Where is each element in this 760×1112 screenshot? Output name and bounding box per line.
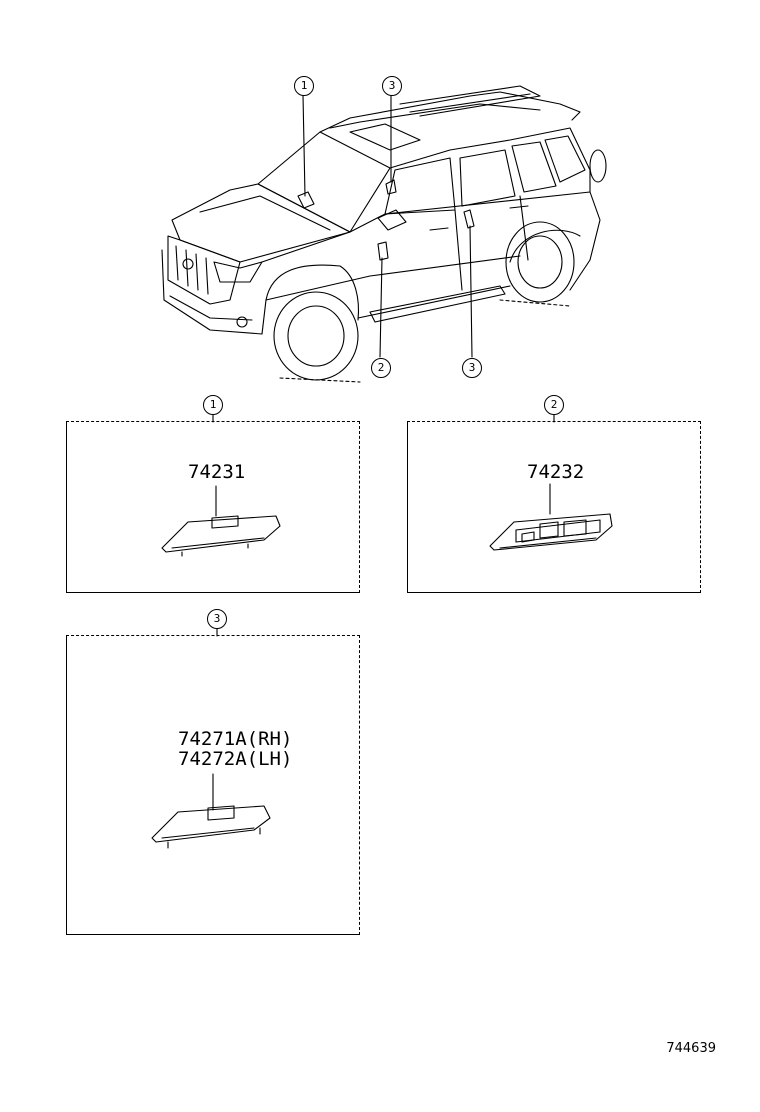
panel-1-callout: 1 xyxy=(203,395,223,415)
panel-2 xyxy=(407,421,701,593)
panel-2-callout: 2 xyxy=(544,395,564,415)
panel-1 xyxy=(66,421,360,593)
part-number-74271a-rh: 74271A(RH) xyxy=(178,728,293,750)
part-number-74272a-lh: 74272A(LH) xyxy=(178,748,293,770)
vehicle-illustration xyxy=(161,85,607,383)
vehicle-callout-3-upper: 3 xyxy=(382,76,402,96)
diagram-reference-number: 744639 xyxy=(666,1041,716,1056)
part-74231-illustration xyxy=(161,485,281,557)
panel-3 xyxy=(66,635,360,935)
part-number-74231: 74231 xyxy=(188,461,246,483)
vehicle-callout-3-lower: 3 xyxy=(462,358,482,378)
panel-3-callout: 3 xyxy=(207,609,227,629)
part-74271a-illustration xyxy=(151,773,271,849)
vehicle-callout-2: 2 xyxy=(371,358,391,378)
part-number-74232: 74232 xyxy=(527,461,585,483)
part-74232-illustration xyxy=(489,483,613,551)
vehicle-callout-1: 1 xyxy=(294,76,314,96)
